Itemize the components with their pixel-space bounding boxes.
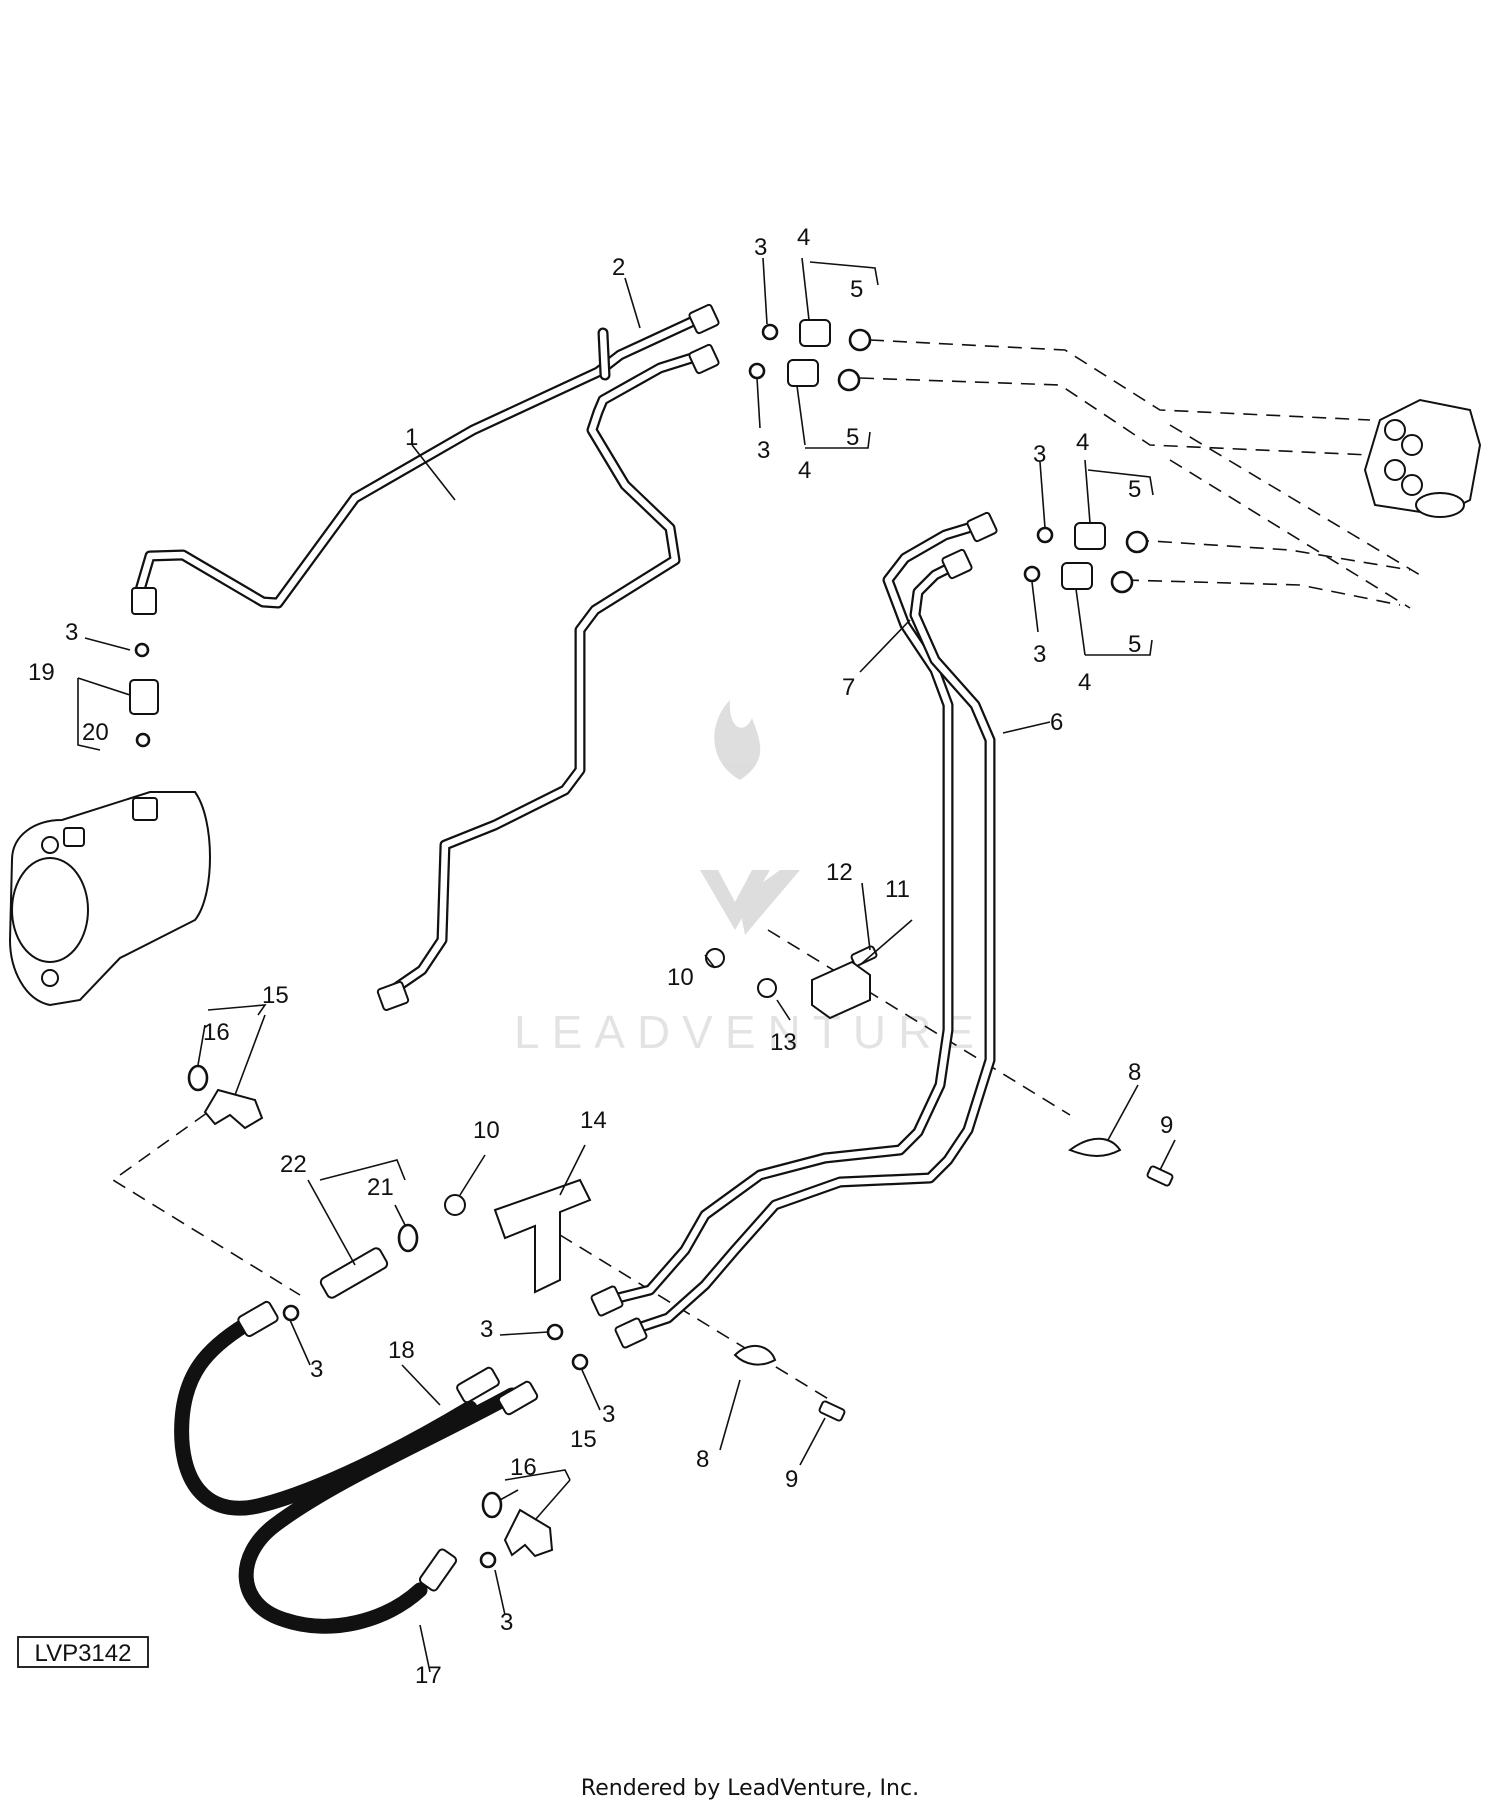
callout-8: 8 — [696, 1446, 709, 1473]
watermark-text: LEADVENTURE — [514, 1006, 986, 1058]
diagram-id-box: LVP3142 — [17, 1636, 149, 1668]
callout-3: 3 — [754, 234, 767, 261]
callout-5: 5 — [850, 276, 863, 303]
callout-3: 3 — [1033, 641, 1046, 668]
callout-11: 11 — [885, 876, 910, 903]
diagram-id: LVP3142 — [35, 1640, 132, 1667]
callout-15: 15 — [570, 1426, 597, 1453]
callout-10: 10 — [667, 964, 694, 991]
callout-5: 5 — [1128, 631, 1141, 658]
hydraulic-pump — [8, 791, 211, 1007]
callout-15: 15 — [262, 982, 289, 1009]
callout-10: 10 — [473, 1117, 500, 1144]
callout-6: 6 — [1050, 709, 1063, 736]
callout-8: 8 — [1128, 1059, 1141, 1086]
hose-17 — [238, 1387, 520, 1634]
line-7-steel-pipe — [604, 519, 984, 1306]
callout-14: 14 — [580, 1107, 607, 1134]
callout-19: 19 — [28, 659, 55, 686]
callout-9: 9 — [1160, 1112, 1173, 1139]
render-credit-footer: Rendered by LeadVenture, Inc. — [580, 1776, 920, 1801]
line-2-steel-pipe — [384, 327, 701, 998]
callout-4: 4 — [1076, 429, 1089, 456]
line-6-steel-pipe — [626, 559, 996, 1336]
callout-4: 4 — [797, 224, 810, 251]
callout-3: 3 — [757, 437, 770, 464]
callout-2: 2 — [612, 254, 625, 281]
callout-22: 22 — [280, 1151, 307, 1178]
callout-16: 16 — [203, 1019, 230, 1046]
callout-labels: 1 2 3 3 3 3 3 3 3 3 3 4 4 4 4 5 5 5 5 6 … — [28, 224, 1173, 1689]
callout-3: 3 — [1033, 441, 1046, 468]
callout-21: 21 — [367, 1174, 394, 1201]
callout-3: 3 — [480, 1316, 493, 1343]
steering-valve — [1363, 398, 1482, 518]
assembly-dashed-lines — [111, 339, 1421, 1401]
callout-1: 1 — [405, 424, 418, 451]
callout-4: 4 — [798, 457, 811, 484]
callout-3: 3 — [310, 1356, 323, 1383]
fittings-and-parts — [129, 303, 1174, 1592]
callout-7: 7 — [842, 674, 855, 701]
leader-lines — [77, 257, 1176, 1673]
callout-13: 13 — [770, 1029, 797, 1056]
callout-20: 20 — [82, 719, 109, 746]
callout-3: 3 — [65, 619, 78, 646]
callout-3: 3 — [500, 1609, 513, 1636]
watermark-logo — [700, 700, 800, 935]
callout-5: 5 — [846, 424, 859, 451]
callout-17: 17 — [415, 1662, 442, 1689]
callout-4: 4 — [1078, 669, 1091, 696]
callout-9: 9 — [785, 1466, 798, 1493]
callout-18: 18 — [388, 1337, 415, 1364]
callout-16: 16 — [510, 1454, 537, 1481]
callout-12: 12 — [826, 859, 853, 886]
hose-18 — [174, 1317, 478, 1516]
callout-3: 3 — [602, 1401, 615, 1428]
callout-5: 5 — [1128, 476, 1141, 503]
